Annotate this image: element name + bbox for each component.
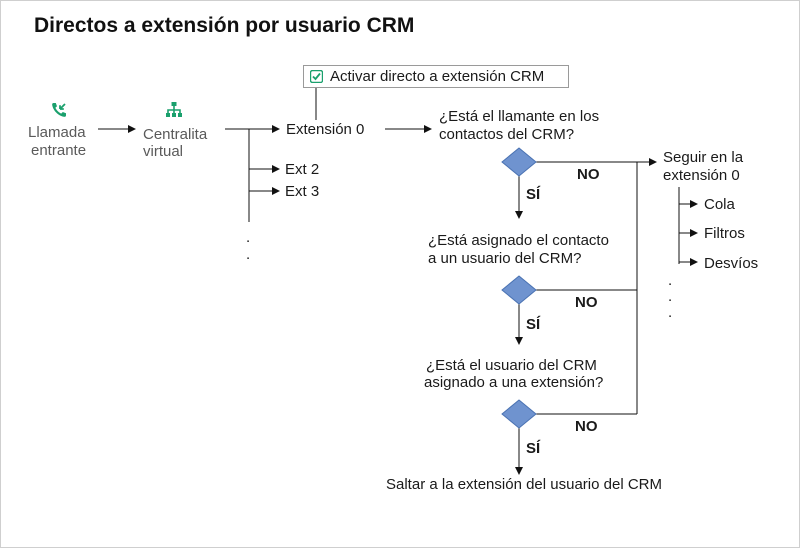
extension-3-label: Ext 3 <box>285 183 320 200</box>
checkbox-label: Activar directo a extensión CRM <box>330 68 545 85</box>
yes-label-1: SÍ <box>526 186 541 203</box>
ellipsis-dot: . <box>246 246 251 263</box>
decision-diamond-1 <box>501 147 537 177</box>
no-label-3: NO <box>575 418 598 435</box>
activate-direct-checkbox[interactable]: Activar directo a extensión CRM <box>303 65 569 88</box>
decision-diamond-3 <box>501 399 537 429</box>
extension-2-label: Ext 2 <box>285 161 320 178</box>
final-action-label: Saltar a la extensión del usuario del CR… <box>386 476 662 493</box>
no-label-2: NO <box>575 294 598 311</box>
extension-0-label: Extensión 0 <box>286 121 365 138</box>
filters-label: Filtros <box>704 225 745 242</box>
no-label-1: NO <box>577 166 600 183</box>
yes-label-2: SÍ <box>526 316 541 333</box>
pbx-label-2: virtual <box>143 143 184 160</box>
question-2-line-1: ¿Está asignado el contacto <box>428 232 609 249</box>
ellipsis-dot: . <box>668 288 673 305</box>
ellipsis-dot: . <box>668 304 673 321</box>
incoming-call-label-2: entrante <box>31 142 87 159</box>
decision-diamonds <box>501 147 537 429</box>
ellipsis-dot: . <box>668 272 673 289</box>
question-1-line-1: ¿Está el llamante en los <box>439 108 600 125</box>
diversions-label: Desvíos <box>704 255 759 272</box>
queue-label: Cola <box>704 196 735 213</box>
question-2-line-2: a un usuario del CRM? <box>428 250 582 267</box>
ellipsis-dot: . <box>246 229 251 246</box>
checkbox-checked-icon <box>309 69 324 88</box>
phone-incoming-icon <box>50 101 68 124</box>
question-3-line-1: ¿Está el usuario del CRM <box>426 357 597 374</box>
question-1-line-2: contactos del CRM? <box>439 126 575 143</box>
pbx-label-1: Centralita <box>143 126 208 143</box>
continue-label-2: extensión 0 <box>663 167 740 184</box>
question-3-line-2: asignado a una extensión? <box>424 374 604 391</box>
decision-diamond-2 <box>501 275 537 305</box>
incoming-call-label-1: Llamada <box>28 124 86 141</box>
yes-label-3: SÍ <box>526 440 541 457</box>
continue-label-1: Seguir en la <box>663 149 744 166</box>
diagram-title: Directos a extensión por usuario CRM <box>34 14 415 37</box>
network-hierarchy-icon <box>165 101 183 124</box>
